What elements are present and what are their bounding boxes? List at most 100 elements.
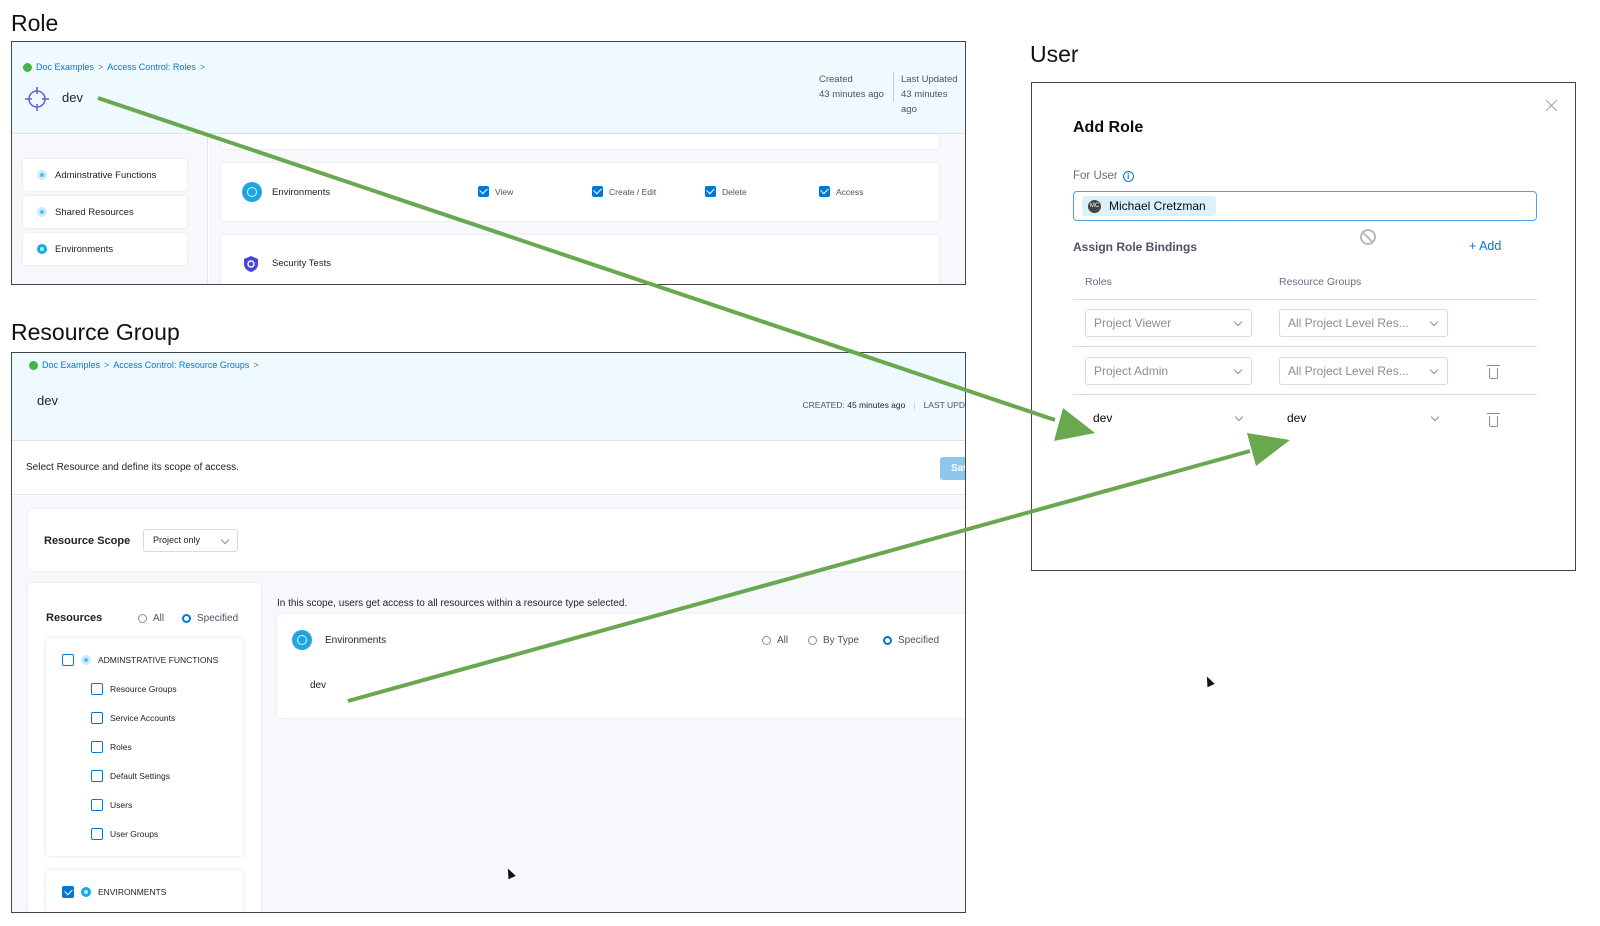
- environments-permission-card: Environments View Create / Edit Delete A…: [221, 163, 939, 221]
- breadcrumb-separator: >: [98, 62, 104, 72]
- info-icon[interactable]: i: [1122, 170, 1134, 182]
- table-header-divider: [1073, 299, 1537, 300]
- user-select-input[interactable]: MC Michael Cretzman: [1073, 191, 1537, 221]
- user-groups-checkbox[interactable]: User Groups: [91, 828, 158, 840]
- permission-create-edit-checkbox[interactable]: Create / Edit: [592, 186, 656, 197]
- environments-all-radio[interactable]: All: [762, 635, 788, 646]
- project-dot-icon: [29, 360, 38, 370]
- delete-row-trash-icon[interactable]: [1487, 365, 1500, 379]
- sidebar-item-label: Environments: [55, 243, 114, 255]
- permission-view-checkbox[interactable]: View: [478, 186, 513, 197]
- assign-role-bindings-label: Assign Role Bindings: [1073, 240, 1198, 254]
- role-section-label: Role: [11, 10, 59, 36]
- environments-checkbox[interactable]: ENVIRONMENTS: [62, 886, 166, 898]
- checkbox-checked-icon: [819, 186, 830, 197]
- role-select-dev[interactable]: dev: [1085, 405, 1252, 433]
- sidebar-item-shared-resources[interactable]: Shared Resources: [23, 196, 187, 228]
- permission-label: View: [495, 186, 514, 197]
- chevron-down-icon: [1429, 317, 1439, 327]
- role-select-project-viewer[interactable]: Project Viewer: [1085, 309, 1252, 337]
- role-title: dev: [62, 90, 83, 105]
- breadcrumb-project-link[interactable]: Doc Examples: [36, 62, 95, 72]
- avatar: MC: [1088, 199, 1101, 213]
- role-select-project-admin[interactable]: Project Admin: [1085, 357, 1252, 385]
- security-tests-card-title: Security Tests: [272, 258, 331, 269]
- breadcrumb-project-link[interactable]: Doc Examples: [42, 360, 101, 370]
- checkbox-unchecked-icon: [91, 799, 103, 811]
- resource-groups-checkbox[interactable]: Resource Groups: [91, 683, 177, 695]
- permission-label: Delete: [722, 186, 747, 197]
- resource-item-label: Service Accounts: [110, 713, 176, 723]
- radio-label: All: [153, 613, 165, 624]
- close-icon[interactable]: [1546, 99, 1558, 111]
- checkbox-unchecked-icon: [91, 770, 103, 782]
- role-header: Doc Examples > Access Control: Roles > d…: [12, 42, 965, 134]
- resource-group-heading: ENVIRONMENTS: [98, 887, 167, 897]
- administrative-functions-checkbox[interactable]: ADMINSTRATIVE FUNCTIONS: [62, 654, 218, 666]
- meta-divider: [893, 72, 894, 102]
- resource-group-section-label: Resource Group: [11, 319, 180, 345]
- resource-item-label: Resource Groups: [110, 684, 177, 694]
- default-settings-checkbox[interactable]: Default Settings: [91, 770, 170, 782]
- radio-selected-icon: [883, 636, 892, 645]
- radio-label: Specified: [197, 613, 239, 624]
- users-checkbox[interactable]: Users: [91, 799, 132, 811]
- chevron-down-icon: [1430, 412, 1440, 422]
- delete-row-trash-icon[interactable]: [1487, 413, 1500, 427]
- user-section-label: User: [1030, 41, 1079, 67]
- previous-permission-card: [221, 135, 939, 149]
- roles-checkbox[interactable]: Roles: [91, 741, 132, 753]
- permission-delete-checkbox[interactable]: Delete: [705, 186, 747, 197]
- breadcrumb: Doc Examples > Access Control: Resource …: [29, 360, 259, 370]
- environments-by-type-radio[interactable]: By Type: [808, 635, 859, 646]
- add-role-binding-button[interactable]: + Add: [1469, 239, 1502, 253]
- resources-all-radio[interactable]: All: [138, 613, 164, 624]
- environments-icon: [81, 887, 91, 897]
- checkbox-checked-icon: [478, 186, 489, 197]
- environments-specified-radio[interactable]: Specified: [883, 635, 939, 646]
- role-select-value: Project Viewer: [1094, 316, 1172, 330]
- for-user-label: For User i: [1073, 170, 1134, 182]
- permission-label: Access: [836, 186, 864, 197]
- sidebar-item-administrative-functions[interactable]: Adminstrative Functions: [23, 159, 187, 191]
- resource-group-select-row-1[interactable]: All Project Level Res...: [1279, 309, 1448, 337]
- created-info: Created 43 minutes ago: [819, 72, 884, 102]
- resources-title: Resources: [46, 612, 103, 624]
- created-label: CREATED:: [802, 400, 845, 410]
- created-value: 43 minutes ago: [819, 89, 884, 100]
- breadcrumb-roles-link[interactable]: Access Control: Roles: [107, 62, 196, 72]
- user-chip-label: Michael Cretzman: [1109, 199, 1206, 213]
- not-allowed-cursor-icon: [1360, 229, 1376, 245]
- breadcrumb-resource-groups-link[interactable]: Access Control: Resource Groups: [113, 360, 250, 370]
- checkbox-checked-icon: [592, 186, 603, 197]
- created-value: 45 minutes ago: [847, 400, 906, 410]
- shield-icon: [244, 256, 258, 272]
- resource-group-screenshot-panel: Doc Examples > Access Control: Resource …: [11, 352, 966, 913]
- selected-environment-item[interactable]: dev: [310, 680, 327, 691]
- role-target-icon: [25, 87, 49, 111]
- resources-specified-radio[interactable]: Specified: [182, 613, 238, 624]
- resource-group-select-value: All Project Level Res...: [1288, 316, 1409, 330]
- resource-group-title: dev: [37, 393, 58, 408]
- last-updated-info: Last Updated 43 minutes ago: [901, 72, 965, 117]
- chevron-down-icon: [220, 535, 230, 545]
- environments-icon: [292, 630, 312, 650]
- service-accounts-checkbox[interactable]: Service Accounts: [91, 712, 175, 724]
- resource-group-select-dev[interactable]: dev: [1279, 405, 1448, 433]
- chevron-down-icon: [1429, 365, 1439, 375]
- breadcrumb: Doc Examples > Access Control: Roles >: [23, 62, 205, 72]
- resource-scope-label: Resource Scope: [44, 535, 131, 547]
- sidebar-item-label: Shared Resources: [55, 206, 134, 218]
- scope-description: In this scope, users get access to all r…: [277, 598, 628, 609]
- checkbox-unchecked-icon: [91, 712, 103, 724]
- shared-resources-icon: [37, 207, 47, 217]
- sidebar-item-environments[interactable]: Environments: [23, 233, 187, 265]
- resource-scope-select[interactable]: Project only: [143, 529, 238, 552]
- resource-group-select-row-2[interactable]: All Project Level Res...: [1279, 357, 1448, 385]
- resources-card: Resources All Specified ADMINSTRATIVE FU…: [28, 583, 261, 912]
- resource-item-label: Users: [110, 800, 133, 810]
- permission-access-checkbox[interactable]: Access: [819, 186, 863, 197]
- checkbox-checked-icon: [62, 886, 74, 898]
- security-tests-permission-card: Security Tests: [221, 235, 939, 284]
- save-button[interactable]: Sav: [940, 457, 965, 480]
